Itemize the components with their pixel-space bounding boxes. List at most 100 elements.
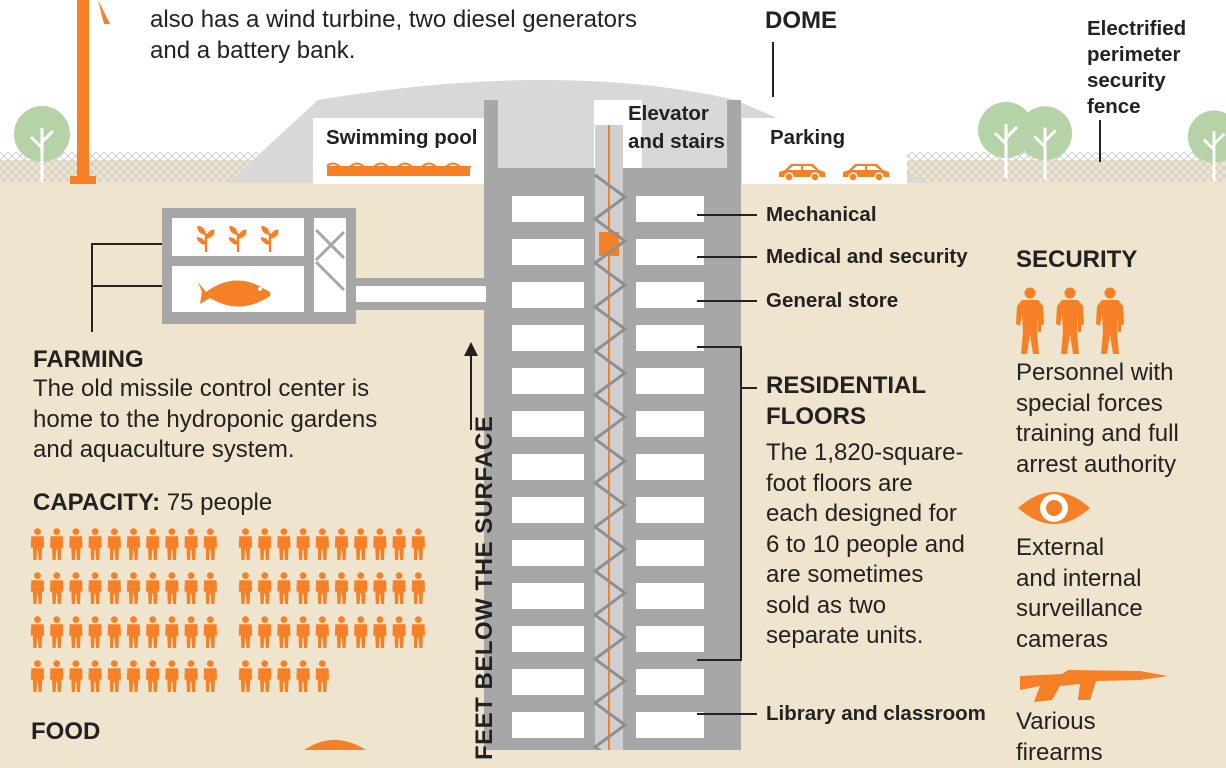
silo-floor xyxy=(636,583,704,609)
capacity-label: CAPACITY: xyxy=(33,489,161,516)
security-firearms: Various firearms xyxy=(1016,708,1103,766)
person-icon xyxy=(126,616,141,648)
capacity-people-group xyxy=(238,528,438,698)
depth-label: FEET BELOW THE SURFACE xyxy=(471,415,498,760)
wind-turbine-icon xyxy=(70,0,110,184)
person-icon xyxy=(296,572,310,604)
rifle-icon xyxy=(1020,670,1168,702)
security-personnel: Personnel with special forces training a… xyxy=(1016,359,1179,478)
person-icon xyxy=(126,660,141,692)
capacity-value: 75 people xyxy=(166,489,273,516)
farming-title: FARMING xyxy=(33,346,144,373)
person-icon xyxy=(257,528,272,560)
person-icon xyxy=(88,660,102,692)
fish-icon xyxy=(198,280,271,307)
person-icon xyxy=(165,528,179,560)
person-icon xyxy=(88,572,102,604)
silo-floor xyxy=(512,583,584,609)
person-icon xyxy=(315,660,330,692)
person-icon xyxy=(49,660,64,692)
eye-icon xyxy=(1018,492,1090,524)
security-title: SECURITY xyxy=(1016,246,1138,273)
food-title: FOOD xyxy=(31,718,101,745)
person-icon xyxy=(184,616,198,648)
farming-body: The old missile control center is home t… xyxy=(33,375,378,463)
silo-floor xyxy=(512,368,584,394)
person-icon xyxy=(69,572,83,604)
food-icon xyxy=(304,740,366,750)
silo-floor xyxy=(636,626,704,652)
person-icon xyxy=(126,528,141,560)
residential-body: The 1,820-square- foot floors are each d… xyxy=(766,439,965,649)
person-icon xyxy=(238,572,253,604)
person-icon xyxy=(126,572,141,604)
silo-floor xyxy=(512,282,584,308)
silo-floor xyxy=(512,497,584,523)
person-icon xyxy=(145,528,160,560)
parking-label: Parking xyxy=(770,126,846,149)
person-icon xyxy=(296,660,310,692)
silo-floor xyxy=(512,669,584,695)
capacity-people-group xyxy=(30,528,230,698)
person-icon xyxy=(145,660,160,692)
silo-floor xyxy=(636,325,704,351)
person-icon xyxy=(165,616,179,648)
person-icon xyxy=(334,528,349,560)
person-icon xyxy=(296,616,310,648)
security-cameras: External and internal surveillance camer… xyxy=(1016,534,1143,653)
person-icon xyxy=(238,660,253,692)
bunker-diagram xyxy=(0,0,1226,750)
person-icon xyxy=(277,660,291,692)
person-icon xyxy=(277,616,291,648)
silo-floor xyxy=(636,196,704,222)
person-icon xyxy=(334,572,349,604)
person-icon xyxy=(257,616,272,648)
silo-floor xyxy=(512,712,584,738)
silo-floor xyxy=(636,540,704,566)
silo-floor xyxy=(636,411,704,437)
person-icon xyxy=(88,616,102,648)
person-icon xyxy=(107,528,122,560)
person-icon xyxy=(107,616,122,648)
silo-floor xyxy=(512,196,584,222)
person-icon xyxy=(373,528,387,560)
silo-floor xyxy=(636,454,704,480)
person-icon xyxy=(145,616,160,648)
person-icon xyxy=(165,660,179,692)
intro-text-line1: also has a wind turbine, two diesel gene… xyxy=(150,6,637,33)
person-icon xyxy=(411,616,426,648)
silo-floor xyxy=(636,239,704,265)
dome-label: DOME xyxy=(765,7,837,34)
person-icon xyxy=(145,572,160,604)
silo-floor xyxy=(636,497,704,523)
silo-floor xyxy=(512,540,584,566)
silo-floor xyxy=(636,368,704,394)
person-icon xyxy=(69,616,83,648)
person-icon xyxy=(277,572,291,604)
silo-floor xyxy=(512,626,584,652)
person-icon xyxy=(277,528,291,560)
person-icon xyxy=(49,528,64,560)
silo-floor xyxy=(512,239,584,265)
person-icon xyxy=(353,528,368,560)
silo-floor xyxy=(636,669,704,695)
silo-floor xyxy=(512,411,584,437)
person-icon xyxy=(107,572,122,604)
silo-floor xyxy=(636,712,704,738)
elevator-label: Elevator and stairs xyxy=(628,102,725,153)
person-icon xyxy=(88,528,102,560)
person-icon xyxy=(315,616,330,648)
person-icon xyxy=(203,660,218,692)
person-icon xyxy=(49,572,64,604)
person-icon xyxy=(373,616,387,648)
person-icon xyxy=(411,572,426,604)
person-icon xyxy=(315,528,330,560)
person-icon xyxy=(257,572,272,604)
person-icon xyxy=(392,616,406,648)
floor-label-medical: Medical and security xyxy=(766,245,968,268)
capacity-text: CAPACITY: 75 people xyxy=(33,488,272,519)
person-icon xyxy=(184,528,198,560)
person-icon xyxy=(238,616,253,648)
person-icon xyxy=(203,616,218,648)
person-icon xyxy=(184,660,198,692)
